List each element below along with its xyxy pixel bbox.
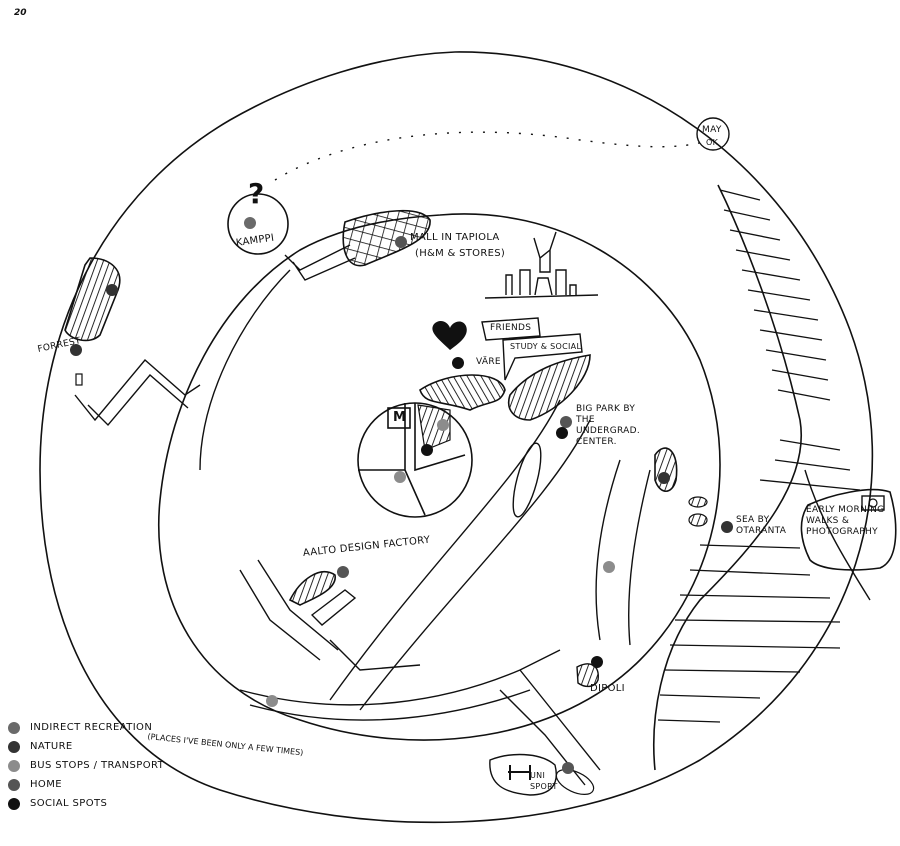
- forrest-area: [64, 257, 121, 342]
- unisport-label: Uni sport: [530, 771, 558, 791]
- dot-sea: [721, 521, 733, 533]
- dipoli-building: [576, 663, 599, 688]
- legend-dot: [8, 740, 20, 753]
- road-diagonal: [329, 399, 591, 711]
- vare-park-2: [508, 354, 591, 421]
- early-walks-label: Early morning walks & photography: [806, 505, 885, 537]
- islet-2: [688, 513, 708, 527]
- person-icon: [533, 231, 557, 273]
- unisport-track: [555, 769, 595, 795]
- inner-road-ring: [199, 269, 291, 471]
- legend-dot: [8, 778, 20, 791]
- dot-home: [421, 444, 433, 456]
- middle-ring: [158, 213, 721, 741]
- study-bubble: [502, 333, 583, 381]
- page-number: 20: [14, 8, 27, 18]
- road-lower-left: [239, 559, 421, 671]
- dot-kamppi: [244, 217, 256, 229]
- legend-dot: [8, 797, 20, 810]
- heart-icon: [432, 321, 467, 350]
- sea-label: Sea by Otaranta: [736, 515, 787, 536]
- friends-bubble-text: Friends: [490, 323, 532, 333]
- big-park-label: Big park by the undergrad. center.: [576, 404, 641, 447]
- legend-label: Social spots: [30, 798, 108, 809]
- aalto-area: [288, 571, 336, 606]
- friends-bubble: [481, 317, 541, 341]
- legend-item-social: Social spots: [8, 794, 164, 813]
- aalto-building: [310, 589, 357, 626]
- may-label: May: [702, 125, 722, 135]
- mall-area: [342, 209, 431, 267]
- legend: Indirect Recreation Nature Bus stops / T…: [8, 718, 304, 813]
- dipoli-label: Dipoli: [590, 683, 625, 694]
- metro-divisions: [358, 403, 466, 516]
- sea-edge: [804, 469, 871, 601]
- road-south: [239, 649, 561, 721]
- dot-metro-bus: [437, 419, 449, 431]
- skyline-icon: [484, 269, 599, 299]
- unisport-cloud: [489, 753, 557, 796]
- dumbbell-icon: [508, 765, 531, 780]
- dot-east-park: [658, 472, 670, 484]
- kamppi-bubble: [227, 193, 289, 255]
- mall-sublabel: (H&M & stores): [415, 248, 506, 259]
- bus-stop-box: [75, 373, 83, 386]
- legend-label: Home: [30, 779, 62, 790]
- legend-label: Indirect Recreation: [30, 722, 153, 733]
- dot-big-park-2: [556, 427, 568, 439]
- legend-dot: [8, 759, 20, 772]
- legend-label: Bus stops / Transport: [30, 760, 165, 771]
- metro-label: M: [393, 410, 407, 425]
- dot-forrest-nature: [106, 284, 118, 296]
- legend-item-bus-stops: Bus stops / Transport: [8, 756, 164, 775]
- dot-big-park-1: [560, 416, 572, 428]
- dot-dipoli: [591, 656, 603, 668]
- dot-metro-bus-2: [394, 471, 406, 483]
- vare-label: Väre: [476, 357, 501, 367]
- may-bubble: [696, 117, 730, 151]
- camera-icon: [861, 495, 885, 511]
- road-southeast: [499, 669, 601, 786]
- shore-hatch: [657, 189, 861, 723]
- dot-unisport: [562, 762, 574, 774]
- dotted-trail: [274, 131, 711, 181]
- legend-item-home: Home: [8, 775, 164, 794]
- road-west: [74, 359, 201, 427]
- outer-boundary: [39, 51, 874, 824]
- dot-southwest-bus: [266, 695, 278, 707]
- legend-item-indirect-recreation: Indirect Recreation: [8, 718, 164, 737]
- dot-vare: [452, 357, 464, 369]
- east-park: [654, 447, 678, 493]
- dot-mall: [395, 236, 407, 248]
- dot-aalto: [337, 566, 349, 578]
- dot-forrest: [70, 344, 82, 356]
- legend-dot: [8, 721, 20, 734]
- camera-lens: [868, 498, 878, 508]
- metro-hatch: [417, 404, 451, 451]
- road-north: [284, 244, 356, 281]
- road-east: [595, 459, 651, 646]
- early-walks-cloud: [800, 488, 897, 571]
- may-sublabel: ok: [706, 138, 719, 147]
- legend-label: Nature: [30, 741, 73, 752]
- mall-label: Mall in Tapiola: [410, 232, 500, 243]
- islet-1: [688, 496, 708, 508]
- legend-item-nature: Nature: [8, 737, 164, 756]
- metro-sign: [387, 407, 411, 429]
- shoreline: [653, 184, 803, 771]
- vare-park-1: [419, 374, 506, 411]
- dot-east-bus: [603, 561, 615, 573]
- kamppi-question-mark: ?: [248, 177, 265, 210]
- study-bubble-text: Study & social: [510, 342, 582, 351]
- park-oval: [512, 442, 542, 518]
